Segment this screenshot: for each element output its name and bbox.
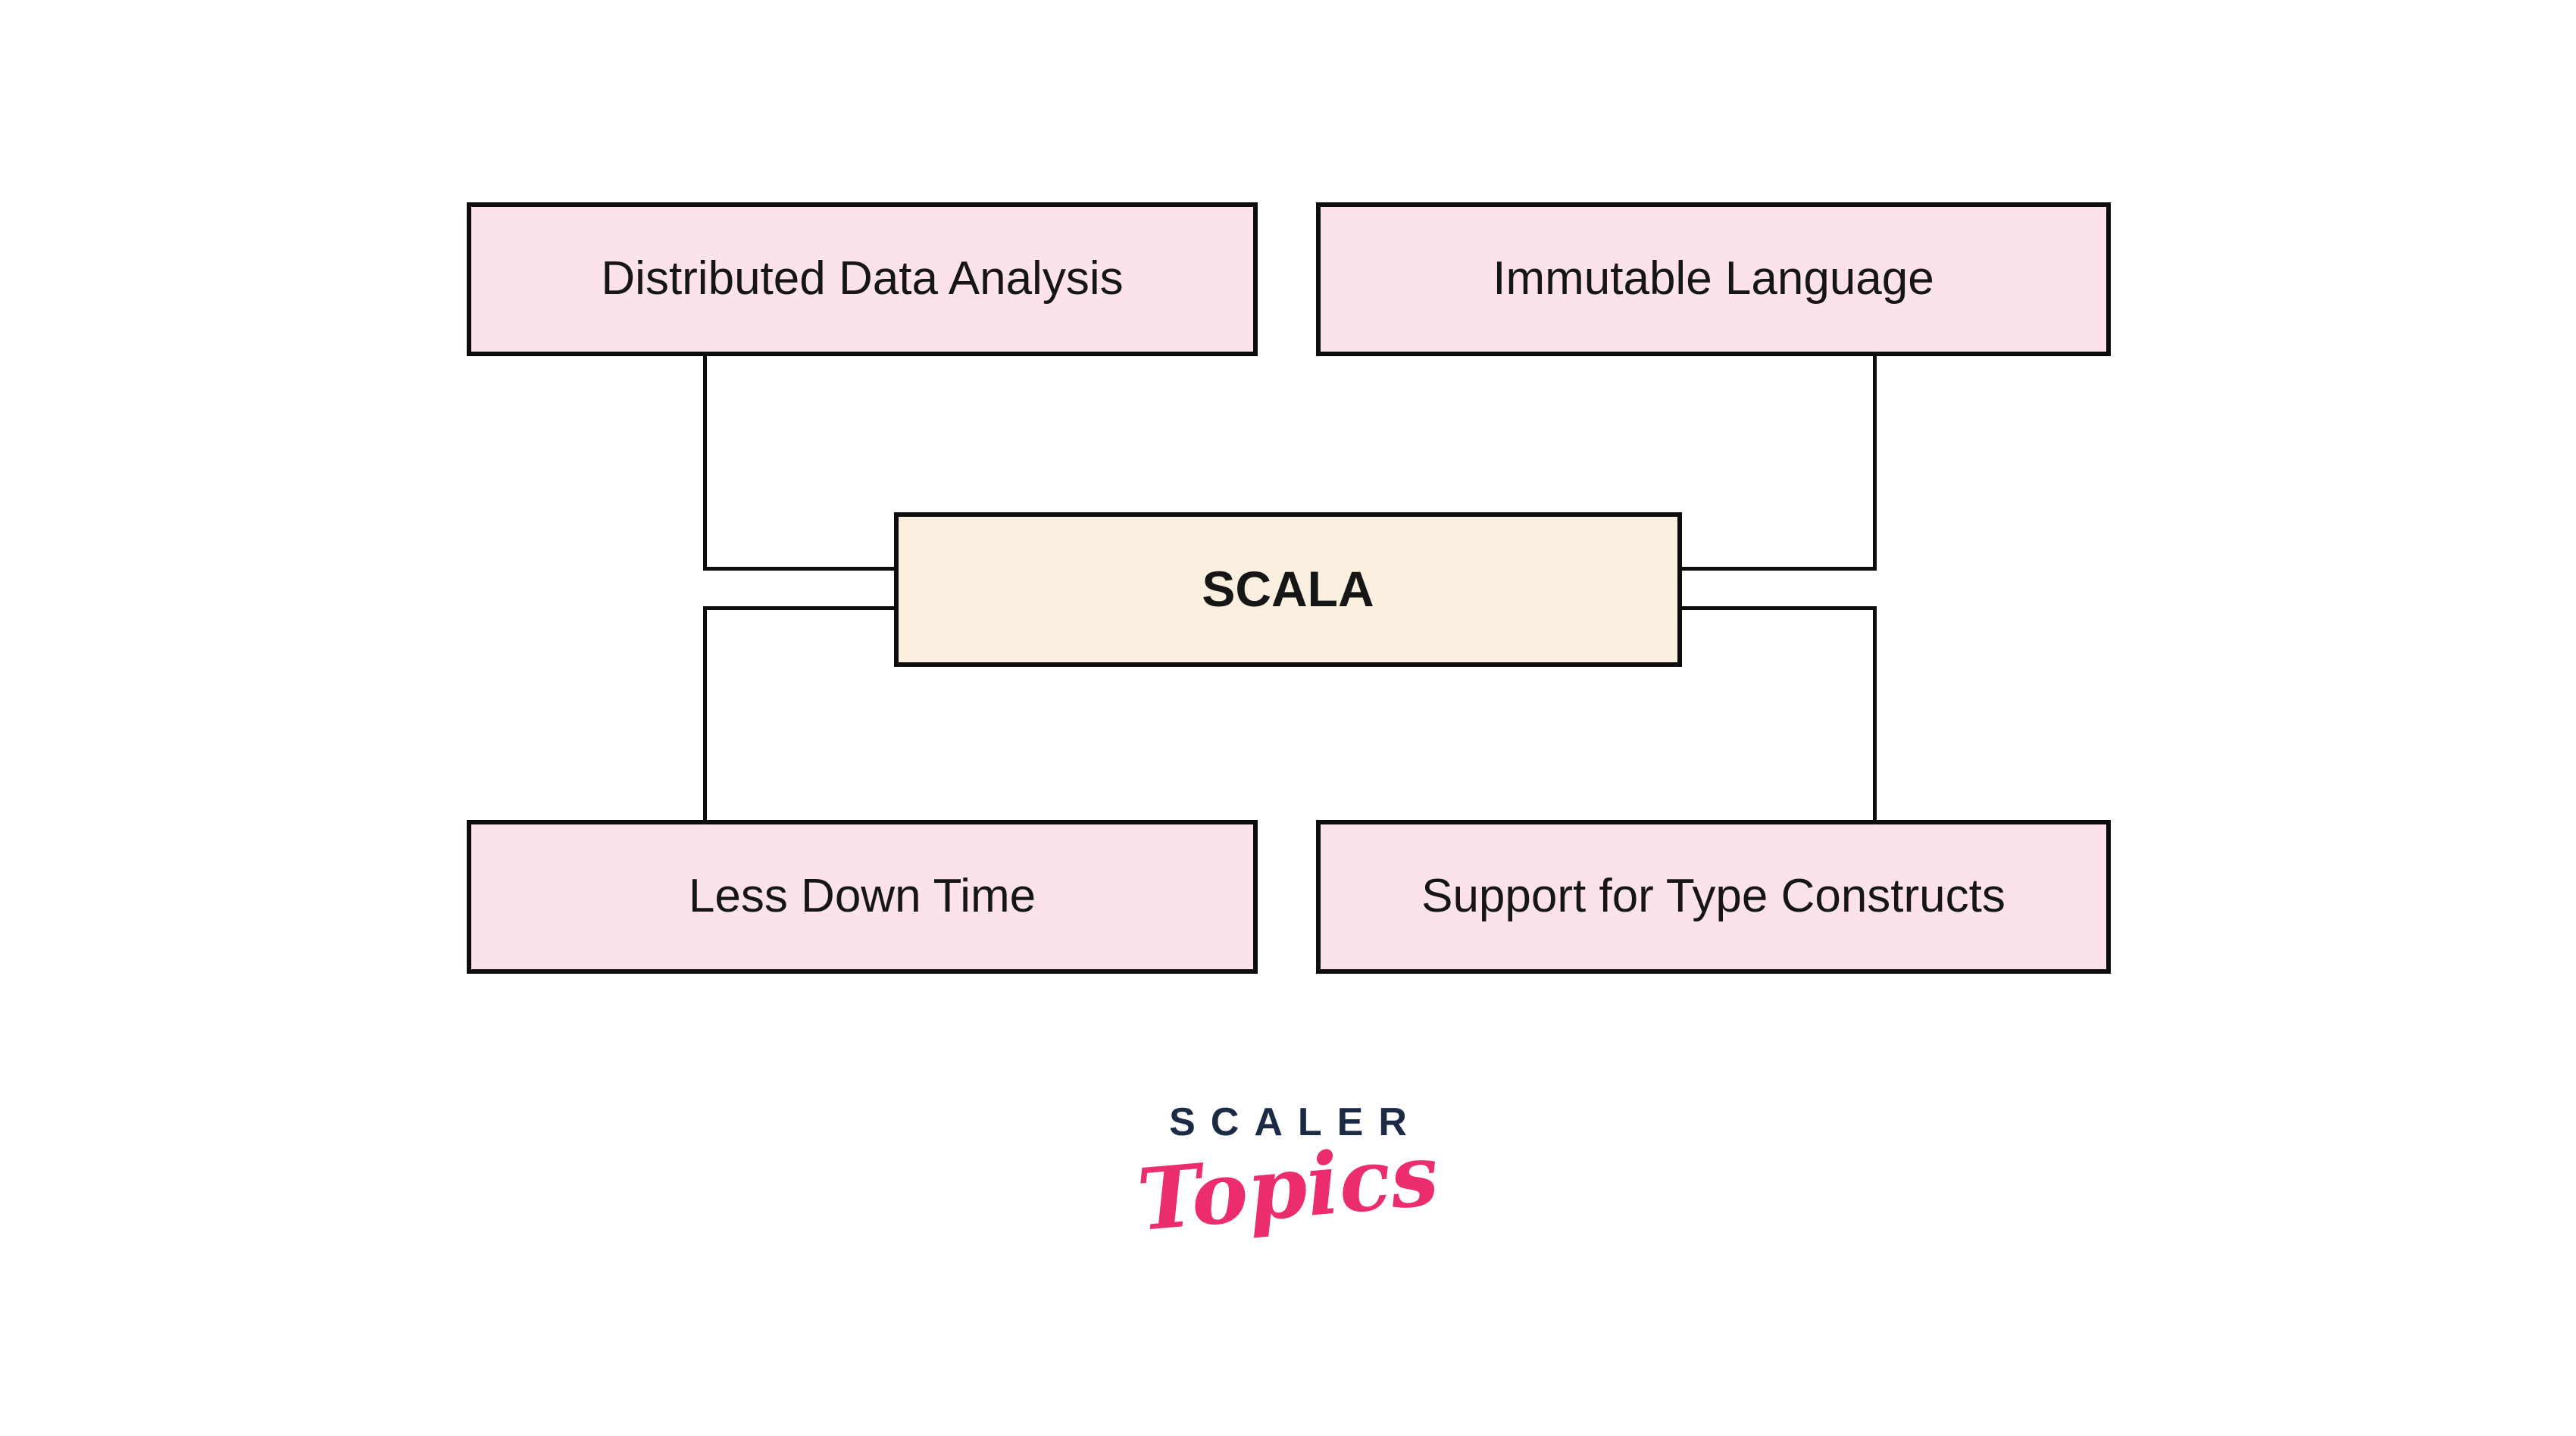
- connector-top-right-vertical: [1873, 355, 1877, 571]
- node-less-down-time: Less Down Time: [467, 820, 1258, 974]
- node-label: Support for Type Constructs: [1421, 870, 2005, 923]
- scaler-topics-logo: SCALER Topics: [1099, 1100, 1477, 1250]
- node-immutable-language: Immutable Language: [1316, 202, 2111, 356]
- logo-wordmark-topics: Topics: [1133, 1125, 1443, 1251]
- connector-top-left-horizontal: [703, 567, 898, 571]
- node-distributed-data-analysis: Distributed Data Analysis: [467, 202, 1258, 356]
- node-label: Less Down Time: [688, 870, 1036, 923]
- connector-top-right-horizontal: [1678, 567, 1877, 571]
- node-label: Immutable Language: [1493, 252, 1934, 305]
- connector-bottom-right-horizontal: [1678, 606, 1877, 610]
- node-label: SCALA: [1202, 561, 1374, 618]
- connector-bottom-left-horizontal: [703, 606, 898, 610]
- node-support-type-constructs: Support for Type Constructs: [1316, 820, 2111, 974]
- logo-wordmark-scaler: SCALER: [1169, 1100, 1422, 1144]
- connector-bottom-right-vertical: [1873, 606, 1877, 823]
- node-label: Distributed Data Analysis: [601, 252, 1124, 305]
- connector-top-left-vertical: [703, 355, 707, 571]
- node-scala-center: SCALA: [894, 512, 1682, 667]
- connector-bottom-left-vertical: [703, 606, 707, 823]
